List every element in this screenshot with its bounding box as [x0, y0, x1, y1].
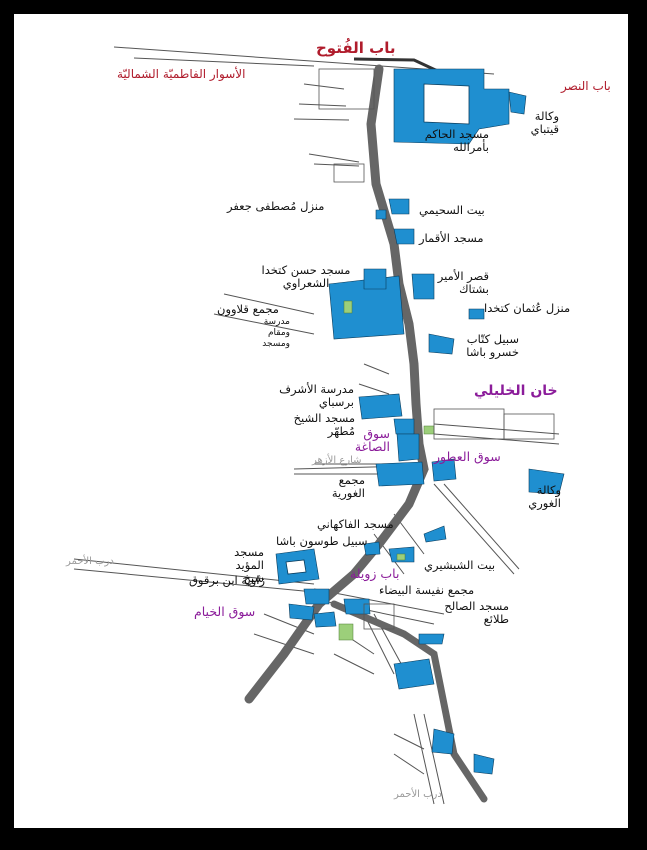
muayyad-courtyard: [285, 559, 307, 575]
wakalat-ghuri-shape: [528, 468, 565, 495]
label-suq-attarin: سوق العطور: [434, 449, 501, 464]
label-manzil-mustafa: منزل مُصطفى جعفر: [227, 199, 325, 213]
label-nafisa-bayda: مجمع نفيسة البيضاء: [379, 583, 475, 597]
label-wakalat-qaytbay: وكالة قيتباي: [530, 109, 559, 136]
label-darb-ahmar-south: درب الأحمر: [394, 789, 442, 800]
label-sabil-khusru: سبيل كتّاب خسرو باشا: [466, 332, 519, 359]
label-bayt-suhaymi: بيت السحيمي: [419, 203, 485, 217]
label-bab-zuwayla: باب زويلة: [350, 566, 400, 581]
label-shaykh-mutahhar: مسجد الشيخ مُطهّر: [293, 411, 355, 438]
label-sabil-tusun: سبيل طوسون باشا: [276, 534, 368, 548]
label-bab-alfutuh: باب الفُتوح: [316, 39, 396, 57]
label-ashraf-barsbay: مدرسة الأشرف برسباي: [279, 382, 354, 409]
label-suq-khiyamiyya: سوق الخيام: [194, 604, 256, 619]
label-qasr-bashtak: قصر الأمير بشتاك: [437, 269, 489, 296]
label-zawiya-barquq: زاوية ابن برقوق: [189, 573, 266, 587]
label-hasan-mosque: مسجد حسن كتخدا الشعراوي: [261, 263, 351, 290]
label-suq-sagha: سوق الصاغة: [354, 426, 390, 454]
mutahhar-shape: [393, 418, 415, 435]
label-manzil-uthman: منزل عُثمان كتخدا: [484, 301, 571, 315]
building-outlines: [318, 68, 555, 630]
suhaymi-shape: [388, 198, 410, 215]
label-salih-mosque: مسجد الصالح طلائع: [444, 599, 509, 626]
label-hakim-mosque: مسجد الحاكم بأمرالله: [424, 127, 489, 154]
label-bayt-shabshiri: بيت الشبشيري: [424, 558, 496, 572]
label-bab-alnasr: باب النصر: [561, 79, 611, 93]
bashtak-shape: [411, 273, 435, 300]
ghuri-shape: [375, 461, 425, 487]
hakim-courtyard: [423, 83, 470, 125]
label-aqmar-mosque: مسجد الأقمار: [419, 231, 484, 245]
aqmar-shape: [393, 228, 415, 245]
bab-alnasr-shape: [508, 91, 527, 115]
southern-street: [330, 600, 488, 803]
map-frame: باب الفُتوح الأسوار الفاطميّة الشماليّة …: [14, 14, 628, 828]
label-fakahani: مسجد الفاكهاني: [317, 517, 394, 531]
label-wakalat-ghuri: وكالة الغوري: [528, 483, 561, 510]
historic-cairo-map: [73, 46, 565, 805]
label-ghuri-complex: مجمع الغورية: [331, 473, 365, 500]
uthman-shape: [468, 308, 485, 320]
label-northern-walls: الأسوار الفاطميّة الشماليّة: [117, 67, 246, 81]
label-darb-ahmar-west: درب الأحمر: [66, 556, 114, 567]
sabil-shape: [428, 333, 455, 355]
label-muayyad: مسجد المؤيد شيخ: [234, 545, 264, 585]
label-khan-khalili: خان الخليلي: [474, 383, 558, 399]
label-qalawun-sub: مدرسة ومقام ومسجد: [262, 317, 290, 349]
label-qalawun: مجمع قلاوون: [217, 302, 279, 316]
label-al-azhar-street: شارع الأزهر: [312, 455, 362, 466]
barsbay-shape: [358, 393, 403, 420]
